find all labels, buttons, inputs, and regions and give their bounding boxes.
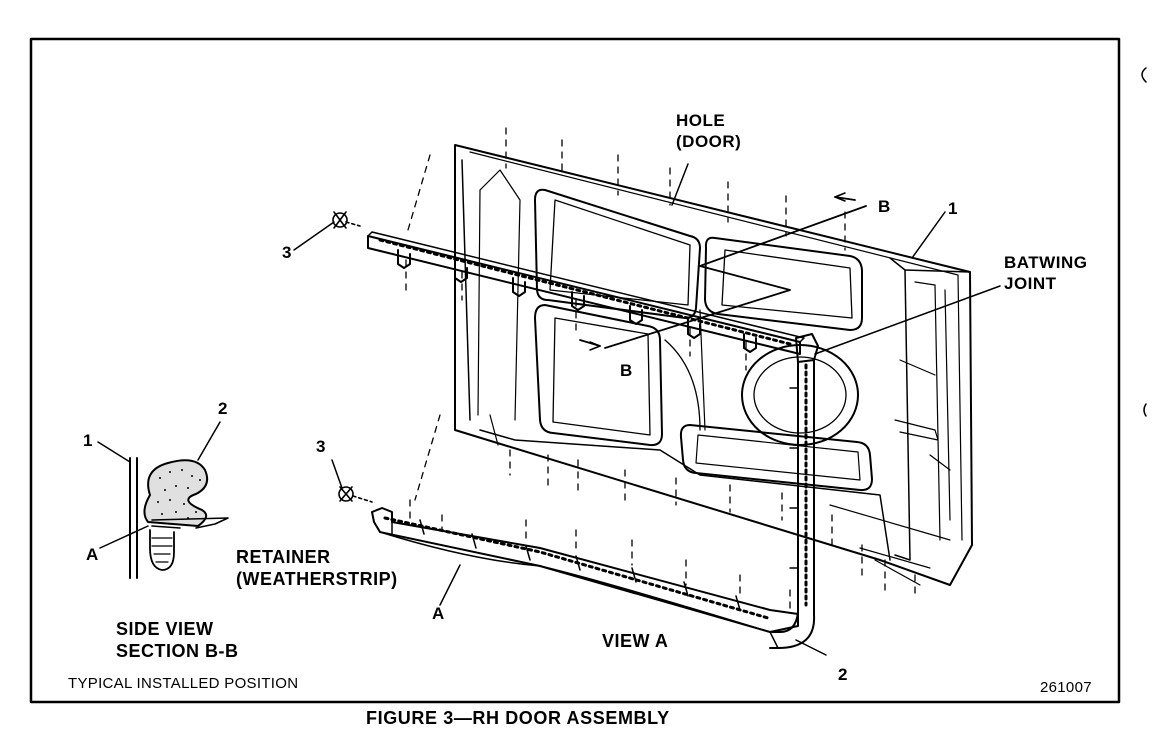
screw-bottom	[338, 486, 373, 503]
callout-a-main: A	[432, 604, 445, 623]
margin-mark	[1141, 67, 1147, 83]
retainer-label-line1: RETAINER	[236, 547, 331, 567]
retainer-label-line2: (WEATHERSTRIP)	[236, 569, 398, 589]
side-callout-1: 1	[83, 431, 93, 450]
side-view-line2: SECTION B-B	[116, 641, 239, 661]
figure-caption: FIGURE 3—RH DOOR ASSEMBLY	[366, 708, 670, 728]
callout-1-main: 1	[948, 199, 958, 218]
hole-label-line2: (DOOR)	[676, 132, 742, 151]
weatherstrip-foam-texture	[157, 469, 201, 519]
side-view-line1: SIDE VIEW	[116, 619, 214, 639]
callout-2-main: 2	[838, 665, 848, 684]
side-callout-2: 2	[218, 399, 228, 418]
clip-alignment-lines	[405, 127, 916, 611]
figure-number: 261007	[1040, 679, 1092, 696]
section-b-label-bottom: B	[620, 361, 633, 380]
callout-3-bottom: 3	[316, 437, 326, 456]
side-view-title: SIDE VIEW SECTION B-B	[116, 618, 239, 662]
callout-3-top: 3	[282, 243, 292, 262]
batwing-label-line1: BATWING	[1004, 253, 1088, 272]
upper-retainer	[367, 231, 805, 355]
batwing-joint-label: BATWING JOINT	[1004, 252, 1087, 294]
batwing-label-line2: JOINT	[1004, 274, 1057, 293]
installed-position-note: TYPICAL INSTALLED POSITION	[68, 675, 299, 692]
door-panel	[454, 144, 973, 586]
section-b-b-lines	[579, 192, 867, 351]
screw-top	[332, 211, 361, 229]
side-callout-a: A	[86, 545, 99, 564]
leader-lines	[293, 163, 1001, 656]
retainer-weatherstrip-label: RETAINER (WEATHERSTRIP)	[236, 546, 398, 590]
side-view-section	[97, 421, 229, 579]
vertical-retainer	[769, 333, 819, 649]
margin-mark	[1143, 403, 1147, 417]
section-b-label-top: B	[878, 197, 891, 216]
lower-retainer	[371, 507, 799, 649]
hole-label-line1: HOLE	[676, 111, 726, 130]
view-a-label: VIEW A	[602, 631, 669, 651]
hole-door-label: HOLE (DOOR)	[676, 110, 741, 152]
figure-frame	[29, 37, 1121, 704]
